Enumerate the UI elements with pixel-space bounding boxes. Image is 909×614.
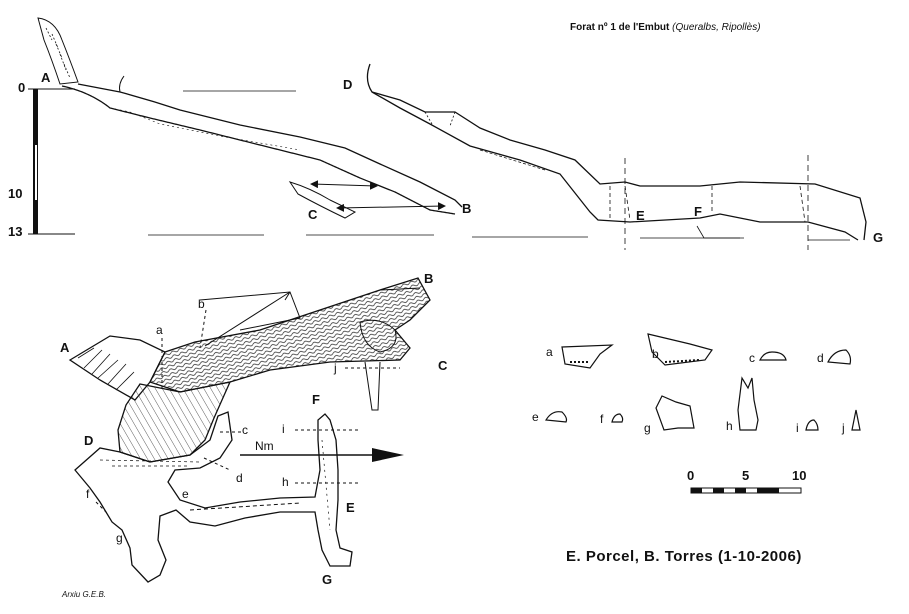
cross-label-c: c [749,351,755,365]
length-tick-0: 0 [687,468,694,483]
profile-label-e: E [636,208,645,223]
cross-label-b: b [652,347,659,361]
length-tick-5: 5 [742,468,749,483]
gallery-a-b-floor [61,85,456,215]
north-arrow [240,448,404,462]
entrance-scree [37,17,79,85]
plan-section-b: b [198,297,205,311]
plan-label-d: D [84,433,93,448]
cross-label-d: d [817,351,824,365]
cross-section-c-shape [759,351,787,361]
plan-labels: A B C D E F G Nm a b c d e f g h i j [60,271,448,587]
plan-section-f: f [86,487,90,501]
plan-label-f: F [312,392,320,407]
cross-label-j: j [841,421,845,435]
cross-section-j-shape [851,409,861,431]
diagram-title: Forat nº 1 de l'Embut (Queralbs, Ripollè… [570,22,761,33]
cross-section-labels: a b c d e f g h i j [532,345,845,435]
plan-section-d: d [236,471,243,485]
plan-section-g: g [116,531,123,545]
cross-label-f: f [600,412,604,426]
plan-section-c: c [242,423,248,437]
plan-label-e: E [346,500,355,515]
depth-tick-13: 13 [8,224,22,239]
plan-label-g: G [322,572,332,587]
cross-section-b-shape [647,333,713,366]
profile-labels: A B C D E F G [41,70,883,245]
plan-section-h: h [282,475,289,489]
profile-label-d: D [343,77,352,92]
length-tick-10: 10 [792,468,806,483]
plan-upper-gallery [149,277,431,393]
cross-label-e: e [532,410,539,424]
depth-scale-labels: 0 10 13 [8,80,25,239]
plan-label-b: B [424,271,433,286]
gallery-d-g-floor [371,91,859,241]
profile-label-f: F [694,204,702,219]
profile-label-g: G [873,230,883,245]
cross-sections [544,333,861,431]
cross-section-e-shape [544,411,568,423]
plan-view [68,277,431,583]
cross-label-i: i [796,421,799,435]
cross-section-g-shape [655,395,695,431]
cross-section-d-shape [827,349,852,365]
profile-view [28,17,867,250]
plan-section-j: j [333,361,337,375]
cross-section-h-shape [737,376,759,431]
gallery-d-g-ceiling [366,63,867,241]
plan-lower-gallery [74,411,353,583]
cross-section-a-shape [561,344,614,369]
depth-tick-10: 10 [8,186,22,201]
cross-section-i-shape [805,419,819,431]
profile-label-c: C [308,207,318,222]
archive-note: Arxiu G.E.B. [62,590,107,599]
depth-tick-0: 0 [18,80,25,95]
cross-section-f-shape [611,413,624,423]
plan-hatched-chamber [117,381,232,463]
depth-scale-bar [28,88,75,235]
profile-label-a: A [41,70,51,85]
profile-label-b: B [462,201,471,216]
title-main: Forat nº 1 de l'Embut [570,22,670,33]
north-label: Nm [255,439,274,453]
plan-section-i: i [282,422,285,436]
cross-label-h: h [726,419,733,433]
plan-entrance-a [68,335,166,401]
branch-c [288,181,357,219]
plan-label-c: C [438,358,448,373]
plan-section-a: a [156,323,163,337]
plan-section-e: e [182,487,189,501]
plan-label-a: A [60,340,70,355]
gallery-a-b-ceiling [77,83,463,208]
title-location: (Queralbs, Ripollès) [672,22,761,33]
survey-credits: E. Porcel, B. Torres (1-10-2006) [566,548,802,565]
length-scale-bar: 0 5 10 [687,468,806,494]
cross-label-a: a [546,345,553,359]
cross-label-g: g [644,421,651,435]
